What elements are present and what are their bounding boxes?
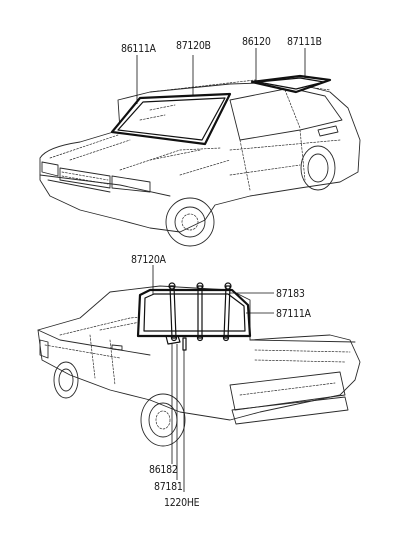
top-parts xyxy=(110,74,332,146)
callout-86111A: 86111A xyxy=(121,43,157,55)
callout-87181: 87181 xyxy=(154,481,183,493)
callout-86182: 86182 xyxy=(149,464,178,476)
mounting-bolt xyxy=(182,337,187,351)
windshield-moulding xyxy=(110,92,232,146)
callout-87183: 87183 xyxy=(276,288,305,300)
roof-glass-moulding xyxy=(257,77,325,90)
mounting-bracket xyxy=(165,335,181,345)
callout-87111B: 87111B xyxy=(287,36,322,48)
windshield-glass xyxy=(117,97,226,141)
top-leaders xyxy=(136,48,306,104)
bottom-parts xyxy=(136,282,252,352)
callout-86120: 86120 xyxy=(242,36,271,48)
callout-1220HE: 1220HE xyxy=(164,497,200,509)
callout-87120A: 87120A xyxy=(131,254,167,266)
callout-87120B: 87120B xyxy=(176,40,211,52)
rear-window-glass xyxy=(143,293,246,332)
top-car-illustration xyxy=(39,79,361,247)
rear-window-moulding xyxy=(136,288,252,338)
bottom-leaders xyxy=(152,265,274,492)
callout-87111A: 87111A xyxy=(276,308,312,320)
